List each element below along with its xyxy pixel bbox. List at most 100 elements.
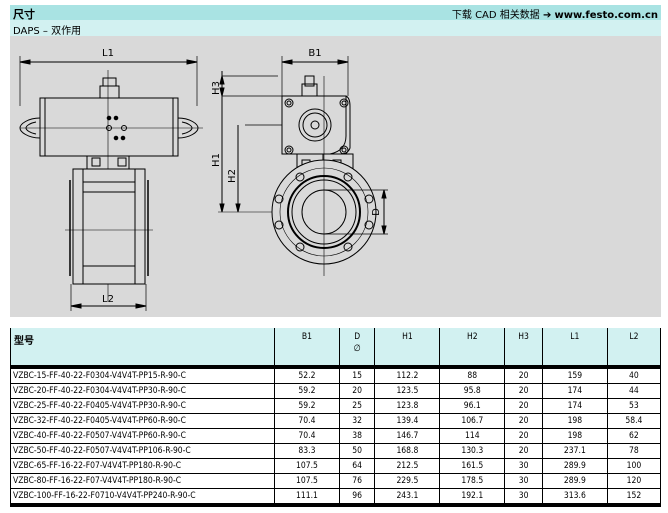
cell-b1: 70.4 [274, 413, 340, 429]
dimension-drawing: L1 [10, 36, 661, 317]
technical-drawing: L1 [19, 48, 388, 311]
cell-h1: 146.7 [374, 428, 441, 444]
cell-l1: 198 [541, 413, 608, 429]
cell-h2: 96.1 [439, 398, 506, 414]
subtitle: DAPS – 双作用 [13, 26, 82, 37]
cell-h3: 20 [504, 428, 543, 444]
l1-label: L1 [102, 48, 114, 59]
cell-h3: 20 [504, 383, 543, 399]
cell-d: 25 [338, 398, 376, 414]
cell-model: VZBC-50-FF-40-22-F0507-V4V4T-PP106-R-90-… [10, 443, 275, 459]
cell-b1: 52.2 [274, 366, 340, 384]
col-header-l1: L1 [541, 328, 608, 367]
col-header-b1: B1 [274, 328, 340, 367]
cell-l2: 100 [606, 458, 662, 474]
cell-h1: 229.5 [374, 473, 441, 489]
cell-model: VZBC-65-FF-16-22-F07-V4V4T-PP180-R-90-C [10, 458, 275, 474]
side-view: B1 H3 H1 H2 [211, 48, 388, 276]
cell-model: VZBC-80-FF-16-22-F07-V4V4T-PP180-R-90-C [10, 473, 275, 489]
col-header-h1: H1 [374, 328, 441, 367]
col-header-d-label: D [354, 332, 361, 342]
cell-b1: 70.4 [274, 428, 340, 444]
diameter-symbol: ∅ [353, 344, 361, 354]
cell-h3: 30 [504, 488, 543, 507]
cell-model: VZBC-100-FF-16-22-F0710-V4V4T-PP240-R-90… [10, 488, 275, 507]
cell-l1: 174 [541, 383, 608, 399]
section-header: 尺寸 下载 CAD 相关数据 ➔ www.festo.com.cn [10, 5, 661, 21]
cell-model: VZBC-20-FF-40-22-F0304-V4V4T-PP30-R-90-C [10, 383, 275, 399]
cell-d: 50 [338, 443, 376, 459]
cell-h3: 20 [504, 443, 543, 459]
cell-b1: 107.5 [274, 473, 340, 489]
cell-h1: 139.4 [374, 413, 441, 429]
cell-model: VZBC-40-FF-40-22-F0507-V4V4T-PP60-R-90-C [10, 428, 275, 444]
cell-l2: 120 [606, 473, 662, 489]
col-header-l2: L2 [606, 328, 662, 367]
table-header-row: 型号 B1 D∅ H1 H2 H3 L1 L2 [10, 328, 662, 367]
cell-h2: 95.8 [439, 383, 506, 399]
cell-l1: 289.9 [541, 473, 608, 489]
cell-h1: 123.5 [374, 383, 441, 399]
cell-l1: 237.1 [541, 443, 608, 459]
col-header-h3: H3 [504, 328, 543, 367]
cad-link-label: 下载 CAD 相关数据 ➔ [451, 10, 555, 21]
cell-h3: 30 [504, 458, 543, 474]
cell-d: 38 [338, 428, 376, 444]
cell-l2: 53 [606, 398, 662, 414]
cell-b1: 59.2 [274, 383, 340, 399]
cell-model: VZBC-32-FF-40-22-F0405-V4V4T-PP60-R-90-C [10, 413, 275, 429]
cell-h2: 114 [439, 428, 506, 444]
table-row: VZBC-25-FF-40-22-F0405-V4V4T-PP30-R-90-C… [10, 398, 662, 414]
d-label: D [371, 208, 382, 216]
h2-label: H2 [227, 169, 238, 183]
cell-d: 64 [338, 458, 376, 474]
cell-h2: 161.5 [439, 458, 506, 474]
cell-l2: 62 [606, 428, 662, 444]
cell-l2: 40 [606, 366, 662, 384]
cell-l1: 159 [541, 366, 608, 384]
cell-b1: 111.1 [274, 488, 340, 507]
table-row: VZBC-20-FF-40-22-F0304-V4V4T-PP30-R-90-C… [10, 383, 662, 399]
cell-d: 20 [338, 383, 376, 399]
cell-h3: 30 [504, 473, 543, 489]
dimensions-table: 型号 B1 D∅ H1 H2 H3 L1 L2 VZBC-15-FF-40-22… [10, 328, 662, 507]
cell-d: 76 [338, 473, 376, 489]
cell-b1: 107.5 [274, 458, 340, 474]
table-row: VZBC-40-FF-40-22-F0507-V4V4T-PP60-R-90-C… [10, 428, 662, 444]
cell-l2: 58.4 [606, 413, 662, 429]
cell-b1: 59.2 [274, 398, 340, 414]
b1-label: B1 [308, 48, 321, 59]
cell-h3: 20 [504, 398, 543, 414]
cell-h1: 212.5 [374, 458, 441, 474]
cell-h1: 123.8 [374, 398, 441, 414]
section-title: 尺寸 [13, 8, 35, 21]
cell-h2: 88 [439, 366, 506, 384]
cell-h2: 192.1 [439, 488, 506, 507]
cell-d: 32 [338, 413, 376, 429]
cell-h2: 130.3 [439, 443, 506, 459]
cell-l1: 198 [541, 428, 608, 444]
table-row: VZBC-50-FF-40-22-F0507-V4V4T-PP106-R-90-… [10, 443, 662, 459]
cell-h1: 112.2 [374, 366, 441, 384]
cell-h2: 178.5 [439, 473, 506, 489]
cell-b1: 83.3 [274, 443, 340, 459]
cell-h1: 168.8 [374, 443, 441, 459]
cad-download-link[interactable]: 下载 CAD 相关数据 ➔ www.festo.com.cn [452, 6, 658, 21]
festo-url[interactable]: www.festo.com.cn [554, 10, 658, 21]
cell-h3: 20 [504, 413, 543, 429]
cell-l1: 313.6 [541, 488, 608, 507]
cell-l1: 289.9 [541, 458, 608, 474]
cell-d: 15 [338, 366, 376, 384]
cell-model: VZBC-25-FF-40-22-F0405-V4V4T-PP30-R-90-C [10, 398, 275, 414]
l2-label: L2 [102, 294, 114, 305]
cell-h2: 106.7 [439, 413, 506, 429]
front-view: L1 [19, 48, 203, 311]
cell-h3: 20 [504, 366, 543, 384]
cell-h1: 243.1 [374, 488, 441, 507]
cell-model: VZBC-15-FF-40-22-F0304-V4V4T-PP15-R-90-C [10, 366, 275, 384]
h3-label: H3 [211, 81, 222, 95]
col-header-d: D∅ [338, 328, 376, 367]
cell-l2: 152 [606, 488, 662, 507]
